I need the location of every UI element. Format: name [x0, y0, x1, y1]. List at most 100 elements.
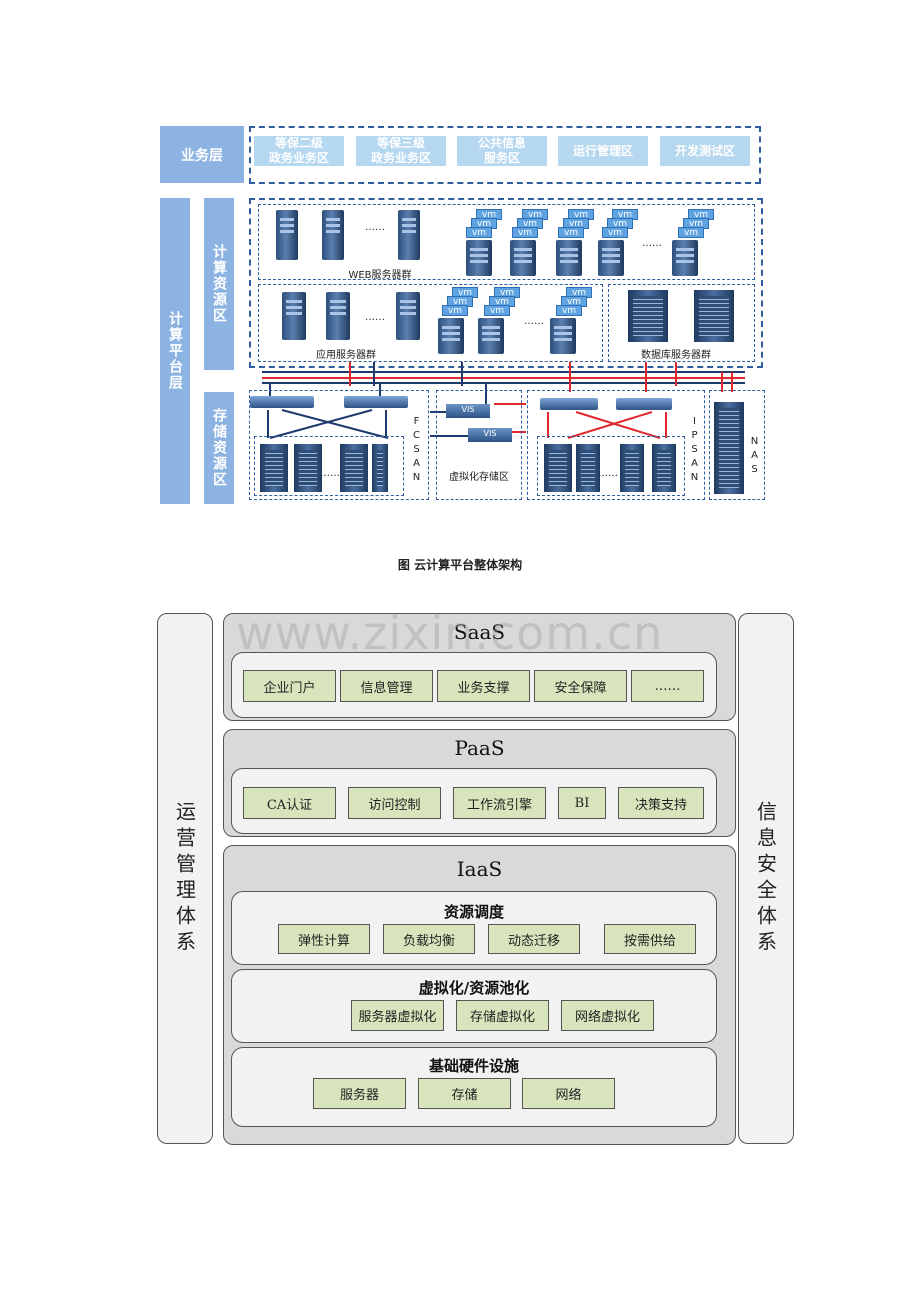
- scheduling-title: 资源调度: [443, 903, 504, 921]
- virtualization-item: 存储虚拟化: [456, 1000, 549, 1031]
- ip-storage-icon: [652, 444, 676, 492]
- paas-item: 工作流引擎: [453, 787, 546, 819]
- zone-public-info: 公共信息 服务区: [457, 136, 547, 166]
- scheduling-item: 动态迁移: [488, 924, 580, 954]
- hardware-item: 服务器: [313, 1078, 406, 1109]
- hardware-item: 网络: [522, 1078, 615, 1109]
- compute-zone-container: [249, 198, 763, 368]
- network-links: [262, 362, 745, 439]
- fc-switch-icon: [344, 396, 408, 408]
- paas-item: 决策支持: [618, 787, 704, 819]
- virtualization-item: 网络虚拟化: [561, 1000, 654, 1031]
- ipsan-storage-box: [537, 436, 685, 496]
- ip-switch-icon: [540, 398, 598, 410]
- ipsan-box: [527, 390, 705, 500]
- web-ellipsis: ……: [365, 222, 385, 233]
- vm-icon: vm: [512, 227, 538, 238]
- zone-dev-test: 开发测试区: [660, 136, 750, 166]
- vm-icon: vm: [602, 227, 628, 238]
- vm-ellipsis: ……: [642, 238, 662, 249]
- fc-switch-icon: [250, 396, 314, 408]
- fc-ellipsis: ……: [320, 468, 340, 479]
- web-cluster-box: [258, 204, 755, 280]
- app-ellipsis: ……: [365, 312, 385, 323]
- fc-storage-icon: [372, 444, 388, 492]
- fc-storage-icon: [340, 444, 368, 492]
- web-server-icon: [398, 210, 420, 260]
- vm-icon: vm: [556, 305, 582, 316]
- paas-item: 访问控制: [348, 787, 441, 819]
- nas-box: [709, 390, 765, 500]
- db-server-icon: [694, 290, 734, 342]
- watermark: www.zixin.com.cn: [236, 606, 664, 660]
- db-cluster-box: [608, 284, 755, 362]
- host-server-icon: [598, 240, 624, 276]
- web-cluster-label: WEB服务器群: [348, 270, 412, 281]
- web-server-icon: [322, 210, 344, 260]
- scheduling-item: 弹性计算: [278, 924, 370, 954]
- business-zones-container: [249, 126, 761, 184]
- scheduling-item: 负载均衡: [383, 924, 475, 954]
- vm-icon: vm: [442, 305, 468, 316]
- business-layer-label: 业务层: [160, 126, 244, 183]
- db-server-icon: [628, 290, 668, 342]
- fcsan-label: FCSAN: [411, 416, 422, 486]
- figure-caption: 图 云计算平台整体架构: [397, 558, 523, 572]
- host-server-icon: [672, 240, 698, 276]
- vm-icon: vm: [484, 305, 510, 316]
- platform-layer-label: 计算平台层: [160, 198, 190, 504]
- storage-zone-label: 存储资源区: [204, 392, 234, 504]
- nas-label: NAS: [749, 436, 760, 478]
- web-server-icon: [276, 210, 298, 260]
- paas-item: CA认证: [243, 787, 336, 819]
- app-server-icon: [282, 292, 306, 340]
- host-server-icon: [466, 240, 492, 276]
- vis-switch-icon: VIS: [446, 404, 490, 418]
- scheduling-item: 按需供给: [604, 924, 696, 954]
- compute-zone-label: 计算资源区: [204, 198, 234, 370]
- saas-item: 信息管理: [340, 670, 433, 702]
- saas-item: 企业门户: [243, 670, 336, 702]
- app-cluster-label: 应用服务器群: [316, 350, 376, 361]
- fc-storage-icon: [294, 444, 322, 492]
- vm-ellipsis: ……: [524, 316, 544, 327]
- ip-storage-icon: [620, 444, 644, 492]
- saas-item: 安全保障: [534, 670, 627, 702]
- virtualization-item: 服务器虚拟化: [351, 1000, 444, 1031]
- db-cluster-label: 数据库服务器群: [641, 350, 711, 361]
- app-server-icon: [326, 292, 350, 340]
- host-server-icon: [478, 318, 504, 354]
- ip-storage-icon: [544, 444, 572, 492]
- hardware-item: 存储: [418, 1078, 511, 1109]
- host-server-icon: [510, 240, 536, 276]
- app-cluster-box: [258, 284, 603, 362]
- virtual-storage-box: [436, 390, 522, 500]
- paas-item: BI: [558, 787, 606, 819]
- operations-management-system: 运营管理体系: [157, 613, 213, 1144]
- vm-icon: vm: [678, 227, 704, 238]
- virtualization-title: 虚拟化/资源池化: [418, 979, 530, 997]
- virtual-storage-label: 虚拟化存储区: [449, 472, 509, 483]
- zone-level3: 等保三级 政务业务区: [356, 136, 446, 166]
- host-server-icon: [556, 240, 582, 276]
- host-server-icon: [438, 318, 464, 354]
- ip-storage-icon: [576, 444, 600, 492]
- fc-storage-icon: [260, 444, 288, 492]
- ip-switch-icon: [616, 398, 672, 410]
- hardware-title: 基础硬件设施: [428, 1057, 519, 1075]
- fcsan-storage-box: [254, 436, 404, 496]
- ipsan-label: IPSAN: [689, 416, 700, 486]
- zone-level2: 等保二级 政务业务区: [254, 136, 344, 166]
- fcsan-box: [249, 390, 429, 500]
- iaas-title: IaaS: [456, 857, 503, 881]
- app-server-icon: [396, 292, 420, 340]
- nas-device-icon: [714, 402, 744, 494]
- saas-title: SaaS: [453, 620, 506, 644]
- ip-ellipsis: ……: [598, 468, 618, 479]
- zone-operation: 运行管理区: [558, 136, 648, 166]
- saas-item: ……: [631, 670, 704, 702]
- vm-icon: vm: [558, 227, 584, 238]
- paas-title: PaaS: [454, 736, 505, 760]
- vm-icon: vm: [466, 227, 492, 238]
- saas-item: 业务支撑: [437, 670, 530, 702]
